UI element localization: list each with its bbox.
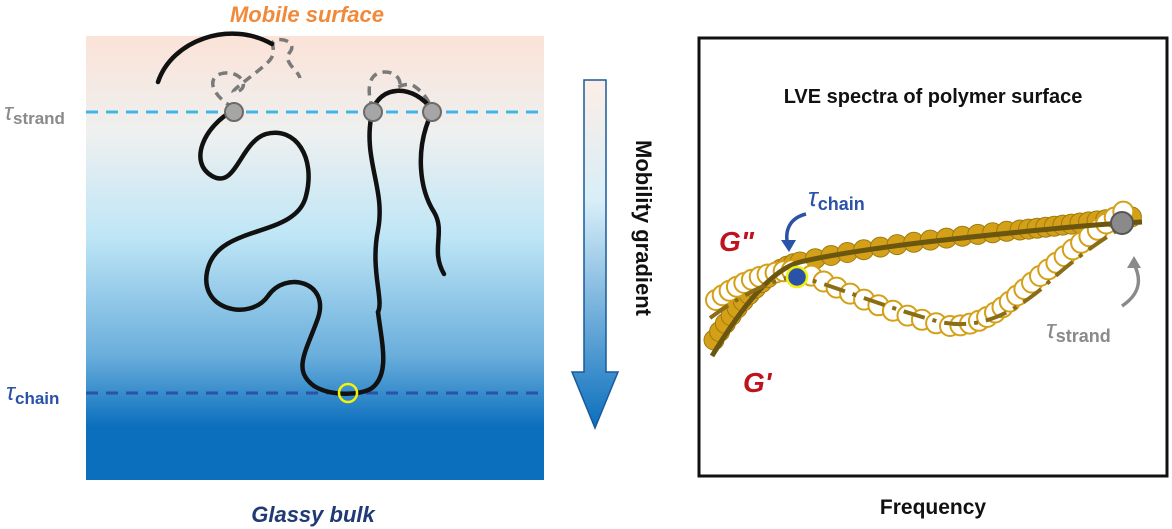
tau-strand-annotation: τstrand [1046, 314, 1111, 346]
g-prime-label: G' [743, 367, 773, 398]
tau-chain-arrowhead [781, 240, 796, 252]
entanglement-node-3 [422, 102, 442, 122]
tau-strand-marker [1110, 211, 1134, 235]
g-prime-fit-line [709, 219, 1143, 358]
glassy-bulk-label: Glassy bulk [251, 502, 376, 527]
tau-strand-label: τstrand [4, 99, 65, 128]
entanglement-node-1 [224, 102, 244, 122]
left-panel: Mobile surface Glassy bulk τstrand τchai… [4, 2, 656, 527]
polymer-chain-right [367, 109, 447, 315]
right-panel: LVE spectra of polymer surface Frequency… [697, 36, 1169, 519]
entanglement-node-2 [363, 102, 383, 122]
tau-strand-arrowhead [1127, 256, 1141, 268]
mobility-gradient-label: Mobility gradient [631, 140, 656, 317]
tau-chain-label: τchain [6, 379, 59, 408]
tau-chain-annotation: τchain [808, 182, 865, 214]
tau-chain-marker [785, 265, 809, 289]
g-double-prime-label: G" [719, 226, 755, 257]
mobility-gradient-arrow [570, 79, 620, 430]
lve-plot-frame [697, 36, 1169, 478]
dangling-strand-1 [211, 37, 302, 110]
polymer-chain-left [155, 31, 386, 396]
lve-plot-title: LVE spectra of polymer surface [784, 86, 1083, 108]
g-double-prime-markers [705, 200, 1135, 337]
g-double-prime-fit-line [708, 222, 1129, 327]
chain-node [337, 382, 359, 404]
mobility-gradient-background [86, 36, 544, 480]
frequency-axis-label: Frequency [880, 496, 987, 519]
mobile-surface-label: Mobile surface [230, 2, 384, 27]
